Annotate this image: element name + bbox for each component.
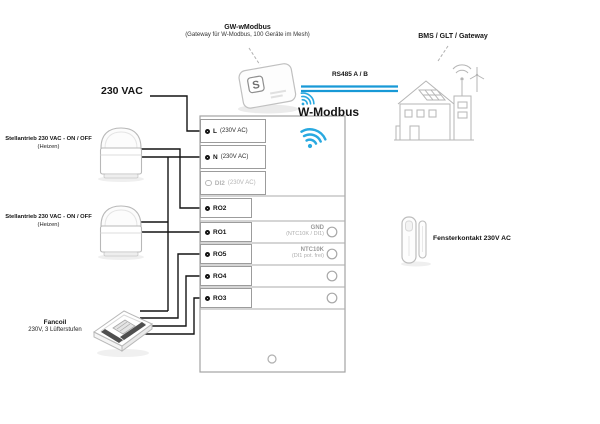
gateway-label: GW-wModbus (Gateway für W-Modbus, 100 Ge…: [160, 23, 335, 40]
actuator2-icon: [98, 205, 144, 260]
actuator1-label: Stellantrieb 230 VAC - ON / OFF (Heizen): [0, 136, 97, 151]
window-contact-icon: [401, 216, 431, 267]
actuator2-subtitle: (Heizen): [37, 221, 60, 228]
fancoil-label: Fancoil 230V, 3 Lüfterstufen: [20, 319, 90, 335]
bms-leader-line: [437, 45, 449, 62]
terminal-row-L: L (230V AC): [200, 119, 266, 143]
fancoil-title: Fancoil: [43, 319, 67, 326]
terminal-label: N: [213, 153, 218, 161]
terminal-circle-icon: [205, 128, 210, 134]
mounting-hole: [267, 354, 277, 364]
terminal-row-RO5: RO5: [200, 244, 252, 264]
terminal-label: RO4: [213, 272, 227, 280]
terminal-row-RO4: RO4: [200, 266, 252, 286]
rs485-bus-lines: [301, 85, 398, 93]
wmodbus-label: W-Modbus: [298, 105, 360, 119]
wire-actuator1-RO2: [138, 148, 200, 209]
terminal-circle-icon: [205, 179, 212, 187]
actuator1-icon: [98, 127, 144, 182]
terminal-circle-icon: [205, 295, 210, 301]
terminal-spec: (230V AC): [220, 154, 249, 160]
gateway-subtitle: (Gateway für W-Modbus, 100 Geräte im Mes…: [185, 32, 310, 39]
terminal-label: RO1: [213, 228, 227, 236]
ntc10k-label: NTC10K: [300, 247, 324, 253]
gnd-spec: (NTC10K / DI1): [286, 231, 324, 237]
bms-label: BMS / GLT / Gateway: [418, 33, 488, 40]
rs485-label: RS485 A / B: [331, 71, 368, 78]
wire-neutral-bus: [138, 156, 200, 312]
actuator2-title: Stellantrieb 230 VAC - ON / OFF: [5, 214, 92, 220]
wire-fancoil-RO3: [140, 297, 200, 335]
actuator1-title: Stellantrieb 230 VAC - ON / OFF: [5, 136, 92, 142]
terminal-circle-icon: [205, 229, 210, 235]
terminal-circle-icon: [205, 251, 210, 257]
gateway-leader-line: [248, 47, 261, 66]
building-icon: [394, 64, 485, 141]
fancoil-icon: [93, 310, 153, 357]
terminal-circle-icon: [205, 273, 210, 279]
terminal-row-RO3: RO3: [200, 288, 252, 308]
terminal-label: RO5: [213, 250, 227, 258]
terminal-row-RO2: RO2: [200, 198, 252, 218]
terminal-circle-icon: [205, 205, 210, 211]
gnd-label: GND: [310, 225, 324, 231]
terminal-circle-icon: [205, 154, 210, 160]
terminal-label: DI2: [214, 179, 225, 187]
actuator1-subtitle: (Heizen): [37, 143, 60, 150]
gateway-title: GW-wModbus: [224, 24, 271, 31]
right-terminal-circles: [326, 226, 338, 304]
window-contact-label: Fensterkontakt 230V AC: [433, 235, 511, 242]
wire-fancoil-RO4: [140, 275, 200, 327]
terminal-spec: (230V AC): [227, 180, 256, 186]
gateway-device-icon: S: [238, 63, 318, 114]
wire-230vac-to-L: [150, 95, 200, 132]
terminal-row-DI2: DI2 (230V AC): [200, 171, 266, 195]
power-230vac-label: 230 VAC: [101, 85, 143, 97]
fancoil-subtitle: 230V, 3 Lüfterstufen: [28, 327, 82, 334]
terminal-spec: (230V AC): [219, 128, 248, 134]
terminal-label: L: [213, 127, 217, 135]
terminal-ntc10k-label: NTC10K (DI1 pot. frei): [240, 247, 324, 259]
ntc10k-spec: (DI1 pot. frei): [291, 253, 324, 259]
gateway-logo: S: [251, 79, 260, 92]
terminal-label: RO3: [213, 294, 227, 302]
terminal-row-N: N (230V AC): [200, 145, 266, 169]
terminal-label: RO2: [213, 204, 227, 212]
actuator2-label: Stellantrieb 230 VAC - ON / OFF (Heizen): [0, 214, 97, 229]
terminal-gnd-label: GND (NTC10K / DI1): [240, 225, 324, 237]
terminal-row-RO1: RO1: [200, 222, 252, 242]
wire-fancoil-RO5: [140, 253, 200, 319]
